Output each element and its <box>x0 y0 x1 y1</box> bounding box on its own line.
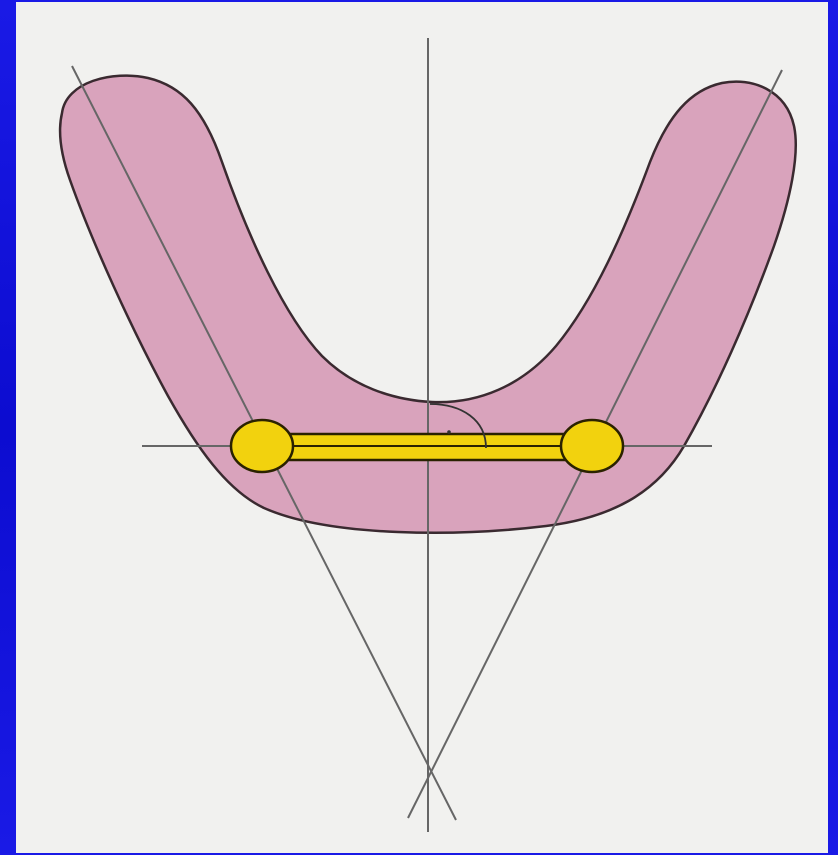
angle-dot <box>447 430 451 434</box>
right-clip <box>561 420 623 472</box>
left-clip <box>231 420 293 472</box>
